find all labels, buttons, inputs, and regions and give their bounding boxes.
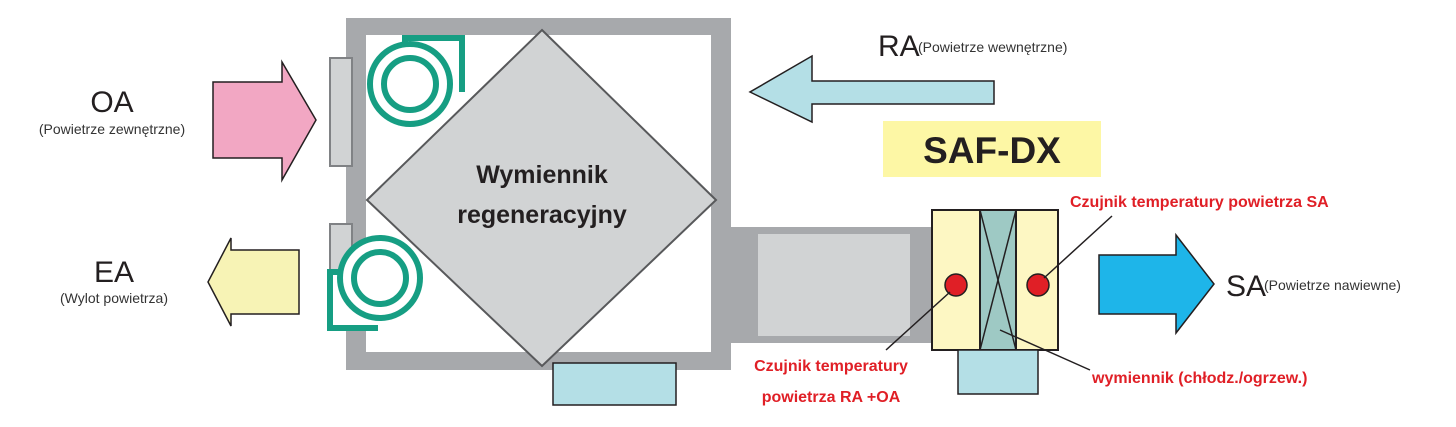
sensor-ra-oa [944,273,968,297]
annotation-sensor-ra-oa-line1: Czujnik temperatury [754,358,908,375]
oa-arrow [212,59,317,183]
ra-desc: (Powietrze wewnętrzne) [918,39,1067,55]
ea-desc: (Wylot powietrza) [60,290,168,306]
exchanger-label-line1: Wymiennik [476,161,608,189]
leader-sensor-ra-oa [885,291,951,351]
oa-damper [329,57,353,167]
drain-pan [552,362,677,406]
sa-desc: (Powietrze nawiewne) [1264,277,1401,293]
fan-bottom [327,235,423,331]
oa-desc: (Powietrze zewnętrzne) [39,121,185,137]
ea-arrow [207,237,300,327]
exchanger-label-line2: regeneracyjny [457,201,627,229]
oa-code: OA [90,86,133,119]
unit-name-box [883,121,1101,177]
ra-arrow [748,54,995,124]
ra-code: RA [878,30,920,63]
sa-code: SA [1226,270,1266,303]
heat-exchanger [365,28,718,368]
coil-section [931,209,1059,395]
leader-sensor-sa [1043,215,1113,279]
sensor-sa [1026,273,1050,297]
annotation-sensor-ra-oa-line2: powietrza RA +OA [762,389,901,406]
ea-code: EA [94,256,134,289]
annotation-sensor-sa: Czujnik temperatury powietrza SA [1070,194,1329,211]
sa-arrow [1098,232,1215,336]
unit-name: SAF-DX [923,130,1061,171]
fan-top [367,35,465,127]
leader-coil [999,329,1091,371]
annotation-coil: wymiennik (chłodz./ogrzew.) [1091,370,1307,387]
duct-filter [758,234,910,336]
